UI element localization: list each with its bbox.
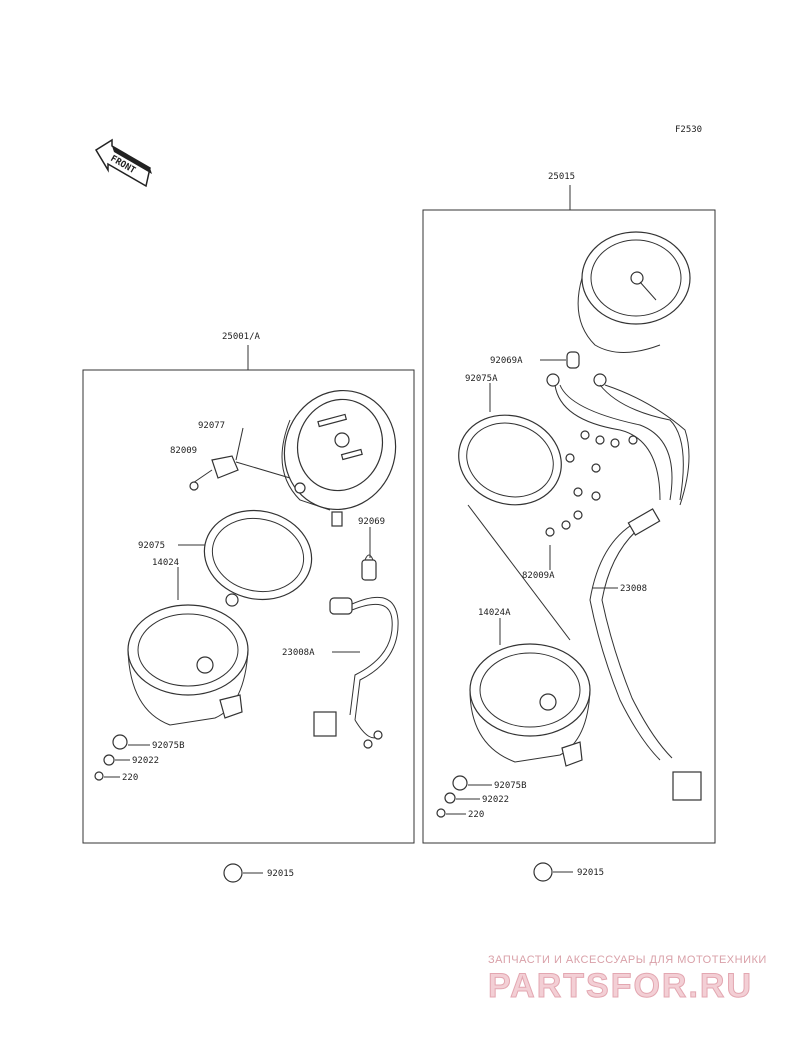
right-assembly-frame (422, 209, 716, 844)
left-bottom-nut-icon (223, 863, 243, 883)
left-ring-drawing (203, 509, 313, 607)
left-part-socket: 92069 (358, 517, 385, 527)
left-part-washer: 92022 (132, 756, 159, 766)
figure-code: F2530 (675, 125, 702, 135)
right-assembly: 25015 92069A 92075A (422, 172, 716, 882)
left-meter-drawing (281, 389, 397, 527)
left-part-ring: 92075 (138, 541, 165, 551)
right-ring-drawing (458, 414, 562, 506)
right-part-bulb: 92069A (490, 356, 523, 366)
left-socket-drawing (361, 554, 377, 581)
right-bulb-drawing (566, 351, 580, 369)
left-part-nut-b: 220 (122, 773, 138, 783)
left-part-screw: 82009 (170, 446, 197, 456)
watermark-tagline: ЗАПЧАСТИ И АКСЕССУАРЫ ДЛЯ МОТОТЕХНИКИ (488, 954, 767, 966)
right-part-ring: 92075A (465, 374, 498, 384)
left-part-harness: 23008A (282, 648, 315, 658)
right-bottom-nut-icon (533, 862, 553, 882)
right-wiring-drawing (545, 373, 702, 801)
left-case-drawing (127, 604, 249, 726)
right-part-screw: 82009A (522, 571, 555, 581)
left-part-meter: 92077 (198, 421, 225, 431)
left-harness-drawing (313, 596, 399, 749)
right-assembly-number: 25015 (548, 172, 575, 182)
left-part-case: 14024 (152, 558, 179, 568)
watermark: ЗАПЧАСТИ И АКСЕССУАРЫ ДЛЯ МОТОТЕХНИКИ PA… (488, 954, 767, 1006)
front-arrow-icon: FRONT (94, 138, 152, 188)
right-part-washer: 92022 (482, 795, 509, 805)
right-bottom-nut-label: 92015 (577, 868, 604, 878)
left-assembly: 25001/A 92077 82009 92075 (82, 332, 415, 883)
left-screw-drawing (189, 455, 291, 491)
left-bottom-nut-label: 92015 (267, 869, 294, 879)
right-part-harness: 23008 (620, 584, 647, 594)
right-case-drawing (469, 643, 591, 767)
left-assembly-number: 25001/A (222, 332, 261, 342)
left-fasteners (94, 734, 128, 781)
right-meter-drawing (577, 231, 691, 353)
right-part-case: 14024A (478, 608, 511, 618)
left-part-nut-a: 92075B (152, 741, 185, 751)
right-part-nut-b: 220 (468, 810, 484, 820)
watermark-logo: PARTSFOR.RU (488, 967, 753, 1005)
right-part-nut-a: 92075B (494, 781, 527, 791)
right-fasteners (436, 775, 468, 818)
